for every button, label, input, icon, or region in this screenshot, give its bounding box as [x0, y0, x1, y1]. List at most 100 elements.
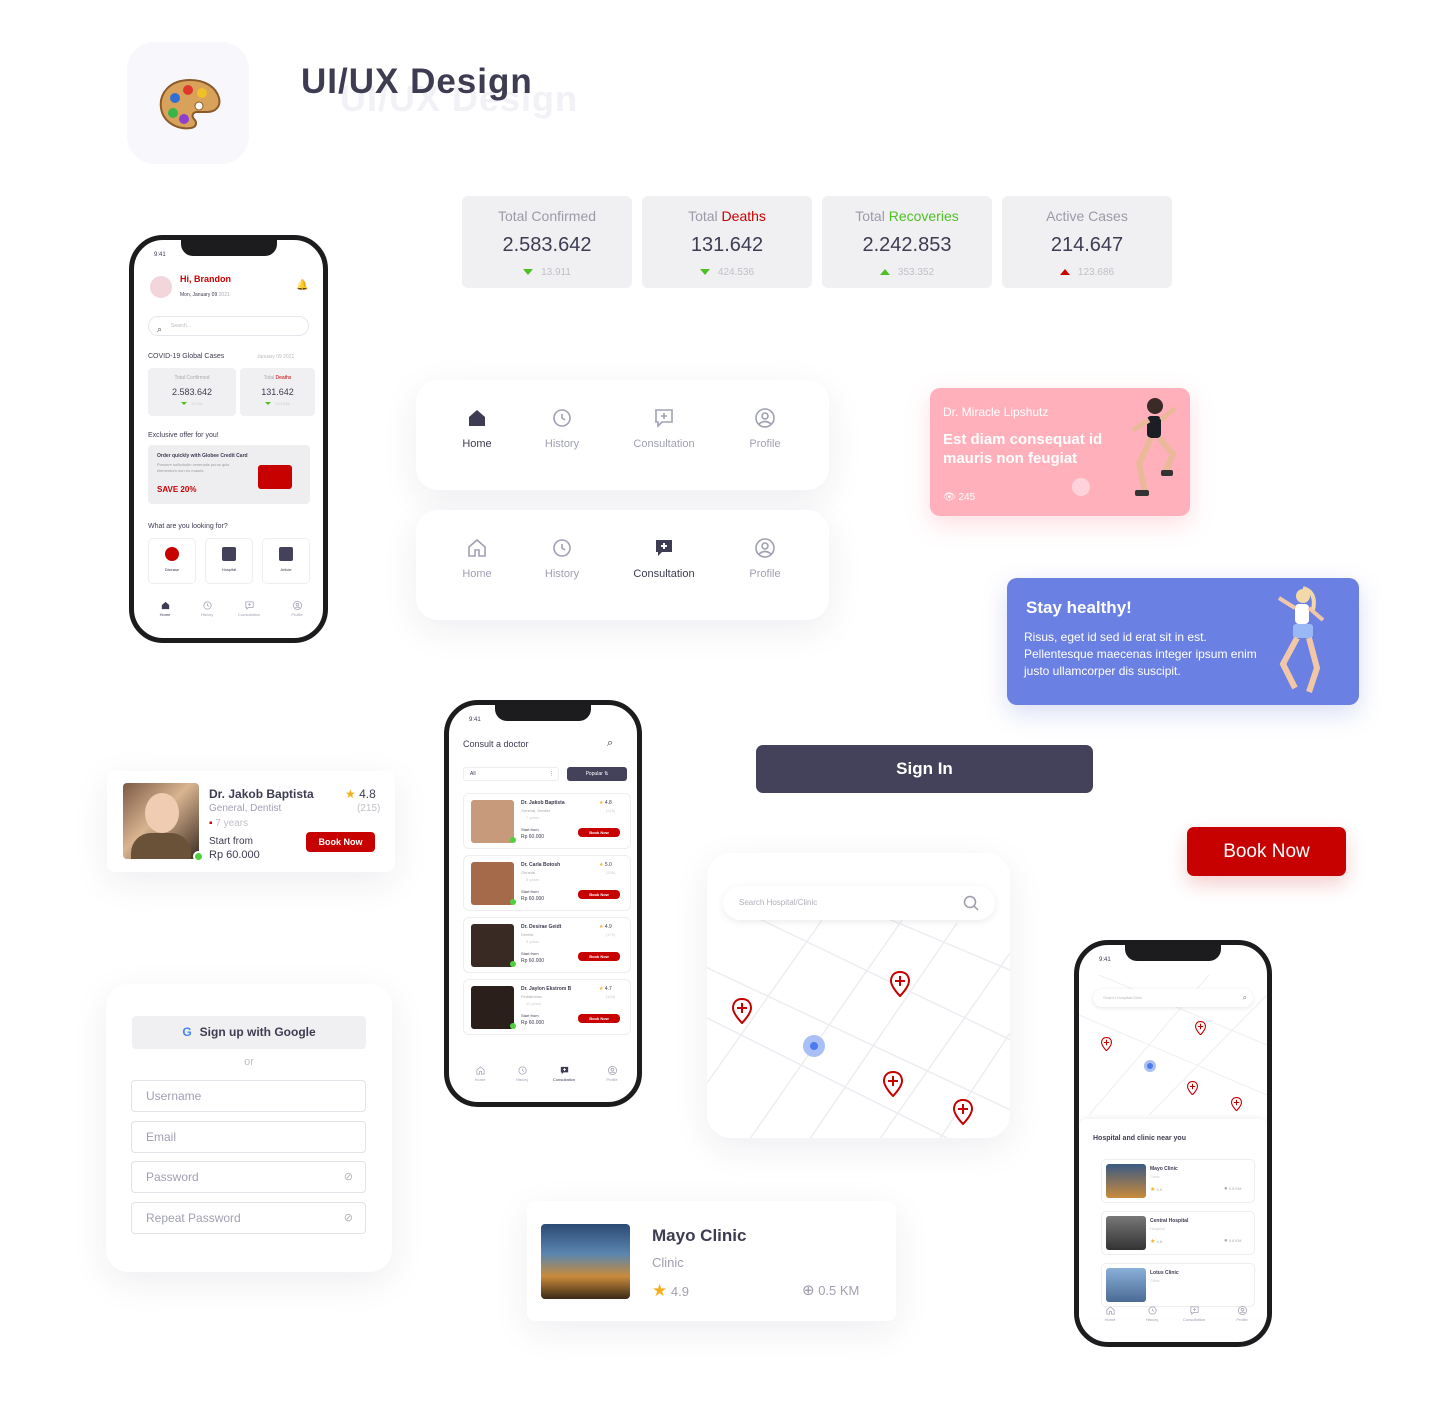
nav-item-consultation[interactable]: Consultation — [619, 536, 709, 580]
article-views: 245 — [958, 492, 976, 503]
search-icon[interactable] — [963, 895, 979, 911]
stat-label-prefix: Total — [688, 208, 718, 224]
location-icon: ● — [1224, 1238, 1228, 1244]
hospital-pin-icon[interactable] — [1101, 1036, 1112, 1056]
map-card[interactable]: Search Hospital/Clinic — [707, 853, 1010, 1138]
filter-select[interactable]: All⋮ — [463, 767, 559, 781]
category-disease[interactable]: Disease — [148, 538, 196, 584]
clinic-distance: 0.5 KM — [818, 1283, 860, 1298]
home-icon — [463, 1065, 497, 1077]
hospital-pin-icon[interactable] — [882, 1070, 904, 1102]
nav-item-history[interactable]: History — [517, 536, 607, 580]
phone-nav-profile[interactable]: Profile — [280, 600, 314, 617]
nav-item-home[interactable]: Home — [432, 536, 522, 580]
bell-icon[interactable]: 🔔 — [296, 280, 309, 291]
phone-nav-consultation[interactable]: Consultation — [1177, 1305, 1211, 1322]
phone-nav-home[interactable]: Home — [1093, 1305, 1127, 1322]
sign-in-button[interactable]: Sign In — [756, 745, 1093, 793]
hospital-pin-icon[interactable] — [1187, 1080, 1198, 1100]
nav-item-profile[interactable]: Profile — [720, 536, 810, 580]
nav-item-consultation[interactable]: Consultation — [619, 406, 709, 450]
phone-nav-profile[interactable]: Profile — [595, 1065, 629, 1082]
doctor-item-name: Dr. Carla Botosh — [521, 862, 561, 868]
phone-nav-consultation[interactable]: Consultation — [547, 1065, 581, 1082]
doctor-item-start: Start from — [521, 827, 539, 832]
nav-item-profile[interactable]: Profile — [720, 406, 810, 450]
doctor-item-book-button[interactable]: Book Now — [578, 828, 620, 837]
stat-label: Total Deaths — [642, 208, 812, 224]
phone-nav-home[interactable]: Home — [148, 600, 182, 617]
place-distance: 0.8 KM — [1228, 1238, 1242, 1243]
doctor-item-reviews: (206) — [606, 870, 616, 875]
history-icon — [505, 1065, 539, 1077]
hospital-pin-icon[interactable] — [889, 970, 911, 1002]
offer-banner[interactable]: Order quickly with Globee Credit Card Po… — [148, 445, 310, 504]
doctor-item-book-button[interactable]: Book Now — [578, 1014, 620, 1023]
doctor-avatar — [471, 800, 514, 843]
stat-change: 123.686 — [1002, 267, 1172, 278]
repeat-password-input[interactable]: Repeat Password⊘ — [131, 1202, 366, 1234]
password-input[interactable]: Password⊘ — [131, 1161, 366, 1193]
stat-change-value: 424.536 — [717, 267, 755, 278]
avatar[interactable] — [150, 276, 172, 298]
phone-nav-history[interactable]: History — [1135, 1305, 1169, 1322]
search-icon-2[interactable]: ⌕ — [607, 737, 614, 749]
doctor-item-book-button[interactable]: Book Now — [578, 890, 620, 899]
place-dist-wrap: ● 0.5 KM — [1224, 1186, 1241, 1192]
nav-label: Home — [462, 438, 492, 450]
phone-nav-label: History — [515, 1077, 529, 1082]
offer-save: SAVE 20% — [157, 485, 197, 494]
category-hospital[interactable]: Hospital — [205, 538, 253, 584]
hospital-pin-icon[interactable] — [1195, 1020, 1206, 1040]
category-article[interactable]: Article — [262, 538, 310, 584]
username-input[interactable]: Username — [131, 1080, 366, 1112]
place-rating: 4.8 — [1156, 1239, 1163, 1244]
doctor-item-book-button[interactable]: Book Now — [578, 952, 620, 961]
phone-map-screen: 9:41 Search Hospital/Clinic⌕ Hospital an… — [1074, 940, 1272, 1347]
doctor-item-name: Dr. Desirae Geidt — [521, 924, 562, 930]
doctor-book-button[interactable]: Book Now — [306, 832, 375, 852]
eye-off-icon[interactable]: ⊘ — [343, 1171, 353, 1183]
palette-icon — [159, 78, 221, 130]
doctor-item-start: Start from — [521, 951, 539, 956]
nav-item-home[interactable]: Home — [432, 406, 522, 450]
doctor-item-start: Start from — [521, 889, 539, 894]
email-input[interactable]: Email — [131, 1121, 366, 1153]
place-type: Clinic — [1150, 1278, 1160, 1283]
phone-nav-history[interactable]: History — [190, 600, 224, 617]
phone-nav-home[interactable]: Home — [463, 1065, 497, 1082]
home-search-input[interactable]: ⌕Search... — [148, 316, 309, 336]
stat-change: 13.911 — [462, 267, 632, 278]
location-pin-icon: ⊕ — [802, 1282, 815, 1299]
article-card[interactable]: Dr. Miracle Lipshutz Est diam consequat … — [930, 388, 1190, 516]
phone3-search-icon[interactable]: ⌕ — [1242, 993, 1247, 1002]
hospital-pin-icon[interactable] — [1231, 1096, 1242, 1116]
nav-item-history[interactable]: History — [517, 406, 607, 450]
phone3-search-input[interactable]: Search Hospital/Clinic⌕ — [1093, 989, 1253, 1007]
hospital-pin-icon[interactable] — [952, 1098, 974, 1130]
down-arrow-icon-2 — [265, 402, 272, 406]
doctor-item-price: Rp 60.000 — [521, 1020, 545, 1026]
phone-nav-consultation[interactable]: Consultation — [232, 600, 266, 617]
sort-button[interactable]: Popular ⇅ — [567, 767, 627, 781]
book-now-button[interactable]: Book Now — [1187, 827, 1346, 876]
eye-off-icon-2[interactable]: ⊘ — [343, 1212, 353, 1224]
doctor-card[interactable]: Dr. Jakob Baptista General, Dentist ▪ 7 … — [107, 771, 395, 872]
phone-nav-history[interactable]: History — [505, 1065, 539, 1082]
map-search-input[interactable]: Search Hospital/Clinic — [723, 886, 995, 920]
phone-nav-profile[interactable]: Profile — [1225, 1305, 1259, 1322]
mini-stat-confirmed: Total Confirmed 2.583.642 13.911 — [148, 368, 236, 416]
clinic-card[interactable]: Mayo Clinic Clinic ★ 4.9 ⊕ 0.5 KM — [527, 1201, 896, 1321]
mini-stat-label: Total Confirmed — [174, 375, 210, 381]
hospital-pin-icon[interactable] — [731, 997, 753, 1029]
star-icon: ★ — [599, 986, 604, 992]
